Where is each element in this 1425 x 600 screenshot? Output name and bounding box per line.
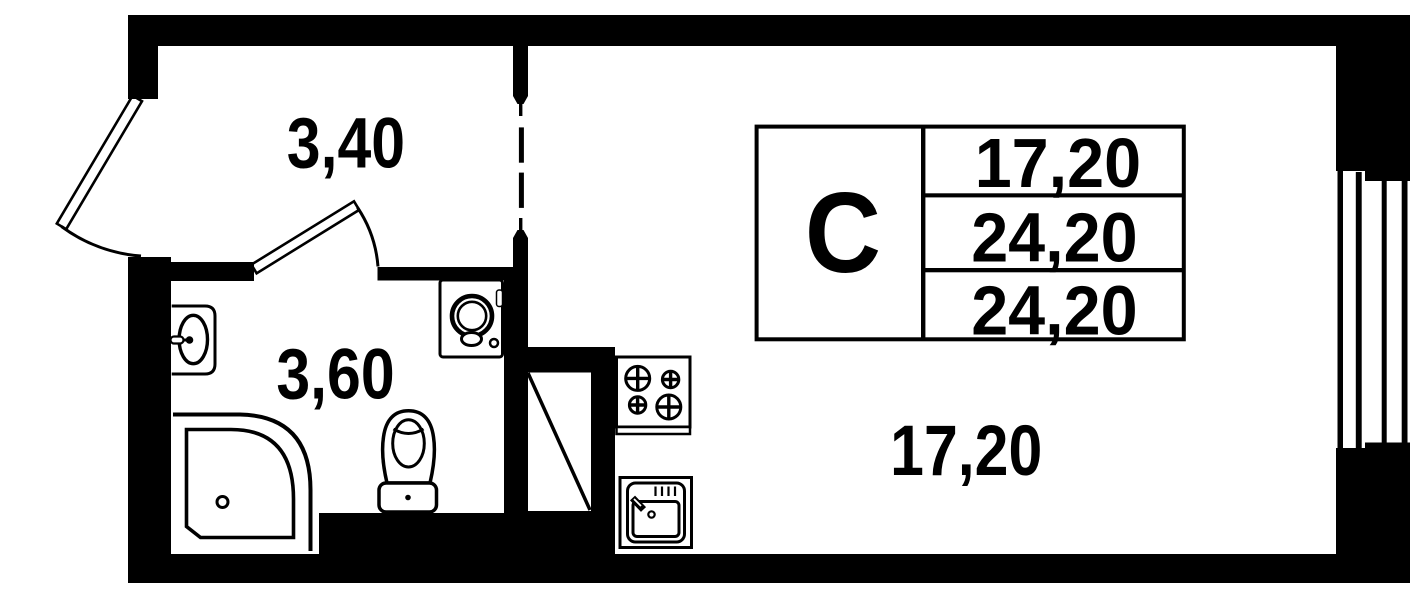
svg-text:24,20: 24,20	[971, 199, 1137, 277]
svg-text:С: С	[805, 170, 881, 297]
svg-text:3,60: 3,60	[276, 335, 394, 415]
svg-text:3,40: 3,40	[287, 104, 405, 184]
svg-text:17,20: 17,20	[975, 124, 1141, 202]
svg-text:24,20: 24,20	[971, 272, 1137, 350]
svg-text:17,20: 17,20	[890, 412, 1042, 492]
